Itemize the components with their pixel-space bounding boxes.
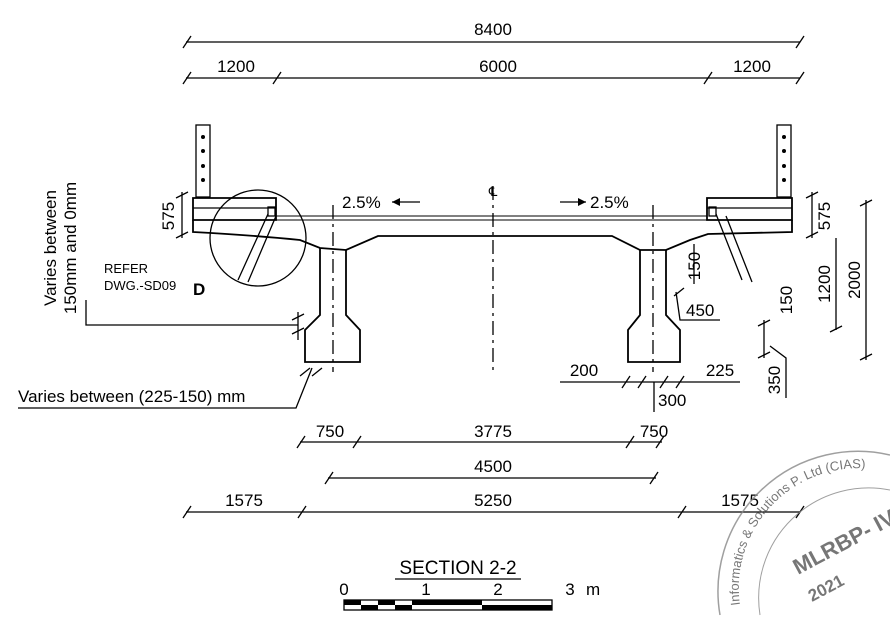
watermark-stamp: Informatics & Solutions P. Ltd (CIAS) ML… [717,450,890,616]
detail-circle [209,189,307,287]
dim-carriageway: 6000 [479,57,517,76]
bottom-350: 350 [765,366,784,394]
dim-row1-left: 750 [316,422,344,441]
dim-row3-right: 1575 [721,491,759,510]
varies-label-line1: Varies between [41,190,60,306]
dim-row1-mid: 3775 [474,422,512,441]
dim-row2: 4500 [474,457,512,476]
cantilever-450: 450 [686,301,714,320]
dim-row3-mid: 5250 [474,491,512,510]
flange-150: 150 [777,286,796,314]
slope-left: 2.5% [342,193,381,212]
stamp-main: MLRBP- IV [789,504,890,579]
refer-line2: DWG.-SD09 [104,278,176,293]
dim-total-width: 8400 [474,20,512,39]
depth-2000: 2000 [845,261,864,299]
scale-label-3: 3 [565,580,574,599]
scale-unit: m [586,580,600,599]
left-kerb [192,197,277,221]
refer-line1: REFER [104,261,148,276]
detail-mark: D [193,280,205,299]
slope-annotations: 2.5% 2.5% [342,193,629,212]
centerline-symbol: ℄ [488,184,498,199]
right-annotations: 575 1200 2000 150 450 150 350 200 225 30… [560,191,873,412]
stamp-year: 2021 [805,571,847,606]
dim-row3-left: 1575 [225,491,263,510]
right-railing-post [776,124,792,198]
bulb-225: 225 [706,361,734,380]
section-title: SECTION 2-2 [399,558,516,579]
depth-1200: 1200 [815,265,834,303]
right-drain-pipe [715,213,753,283]
top-dimensions: 8400 1200 6000 1200 [182,20,805,85]
left-kerb-height: 575 [159,202,178,230]
left-railing-post [195,124,211,198]
varies-label-line2: 150mm and 0mm [61,182,80,314]
scale-label-1: 1 [421,580,430,599]
slope-right: 2.5% [590,193,629,212]
dim-row1-right: 750 [640,422,668,441]
scale-label-2: 2 [493,580,502,599]
right-girder [627,250,681,363]
bottom-dimensions: 750 3775 750 4500 1575 5250 1575 [182,422,805,519]
section-title-block: SECTION 2-2 [395,558,521,580]
bulb-300: 300 [658,391,686,410]
bulb-200: 200 [570,361,598,380]
left-annotations: 575 Varies between 150mm and 0mm REFER D… [18,182,323,409]
scale-bar: 0 1 2 3 m [339,580,600,611]
scale-label-0: 0 [339,580,348,599]
right-kerb-height: 575 [815,202,834,230]
dim-right-footpath: 1200 [733,57,771,76]
dim-left-footpath: 1200 [217,57,255,76]
right-kerb [706,197,793,221]
left-drain-pipe [237,213,277,283]
bridge-section: ℄ [192,124,793,372]
bottom-varies-label: Varies between (225-150) mm [18,387,245,406]
